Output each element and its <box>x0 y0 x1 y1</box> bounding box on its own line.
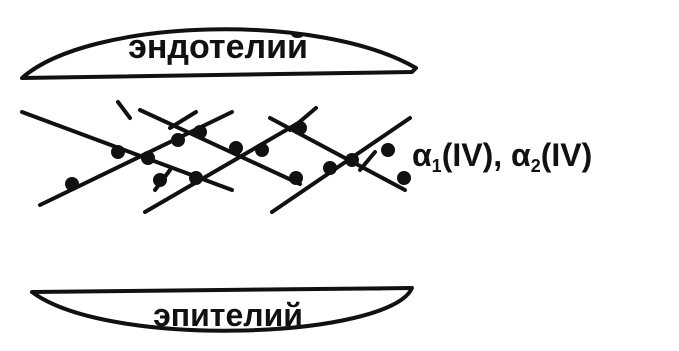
subscript-2: 2 <box>531 156 541 176</box>
globular-domain <box>193 125 207 139</box>
globular-domain <box>289 171 303 185</box>
subscript-1: 1 <box>432 156 442 176</box>
globular-domain <box>323 161 337 175</box>
alpha-symbol: α <box>412 137 432 173</box>
globular-domain <box>153 173 167 187</box>
globular-domain <box>293 121 307 135</box>
globular-domain <box>397 171 411 185</box>
globular-domain <box>65 177 79 191</box>
collagen-strand <box>170 112 196 128</box>
collagen-strand <box>118 102 130 118</box>
alpha-symbol-2: α <box>511 137 531 173</box>
globular-domain <box>189 171 203 185</box>
globular-domain <box>255 143 269 157</box>
collagen-chain-label: α1(IV), α2(IV) <box>412 137 592 176</box>
globular-domain <box>111 145 125 159</box>
globular-domain <box>171 133 185 147</box>
globular-domain <box>229 141 243 155</box>
endothelium-cell: эндотелий <box>22 28 416 78</box>
globular-domain <box>141 151 155 165</box>
endothelium-label: эндотелий <box>128 28 308 66</box>
epithelium-cell: эпителий <box>32 288 412 333</box>
chain-part-1: (IV), <box>442 137 511 173</box>
globular-domain <box>345 153 359 167</box>
collagen-strand <box>360 152 375 170</box>
epithelium-label: эпителий <box>153 297 303 333</box>
globular-domain <box>381 143 395 157</box>
chain-part-2: (IV) <box>541 137 593 173</box>
